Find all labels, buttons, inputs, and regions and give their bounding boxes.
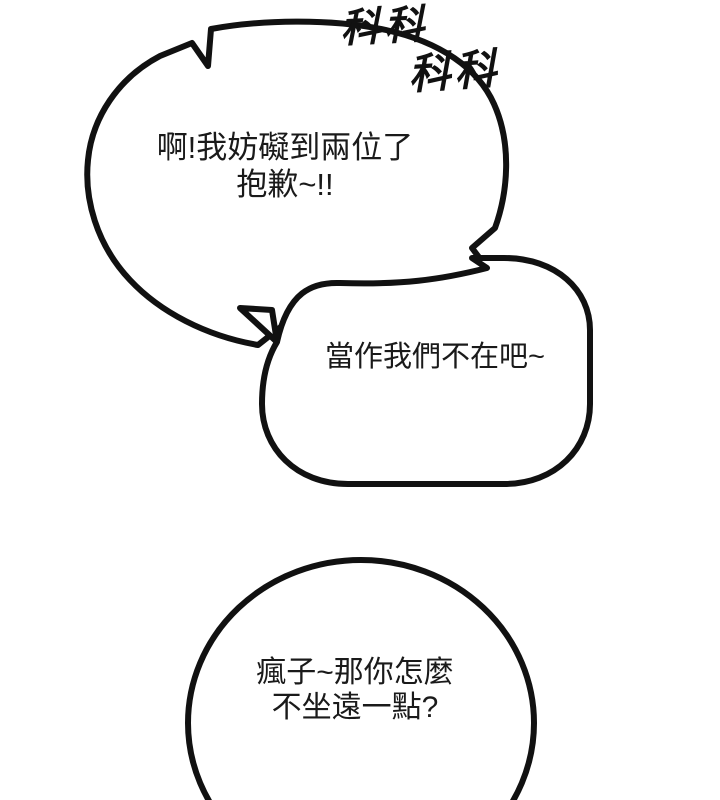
bubble-3-outline bbox=[185, 557, 537, 800]
bubble-2-text: 當作我們不在吧~ bbox=[325, 341, 545, 373]
bubble-2-outline bbox=[237, 255, 593, 487]
sound-effect-laugh-2: 科科 bbox=[406, 46, 502, 100]
bubble-3-text: 瘋子~那你怎麼 不坐遠一點? bbox=[256, 656, 454, 725]
bubble-1-text: 啊!我妨礙到兩位了 抱歉~!! bbox=[156, 130, 414, 202]
